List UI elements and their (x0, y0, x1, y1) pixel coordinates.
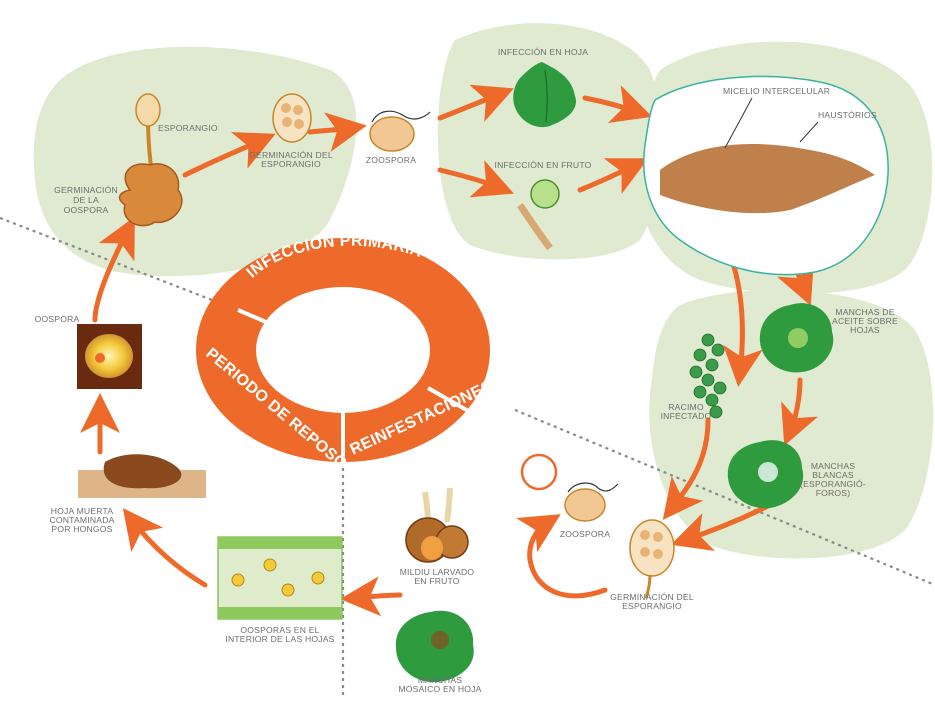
label-line: EN FRUTO (414, 576, 459, 586)
label-haustorios: HAUSTÓRIOS (818, 110, 877, 120)
infected-leaf-top-illustration (513, 62, 576, 128)
label-line: POR HONGOS (51, 524, 112, 534)
label-line: CONTAMINADA (49, 515, 114, 525)
arrow-zoospora-to-leaf (437, 84, 514, 122)
zoospora-cell (369, 116, 415, 152)
label-line: OOSPORAS EN EL (240, 625, 319, 635)
zoospora-bottom-illustration (520, 453, 619, 522)
micelio-pointer (724, 97, 753, 149)
oospora-blob (118, 163, 183, 227)
label-line: BLANCAS (812, 470, 854, 480)
fruit-berry (530, 179, 560, 209)
leaf-mosaic-illustration (395, 610, 474, 683)
mildiu-fruit-illustration (405, 487, 469, 563)
label-infeccion-fruto: INFECCIÓN EN FRUTO (494, 160, 591, 170)
arrow-oosporas-to-hoja-muerta (122, 508, 208, 588)
label-line: OOSPORA (64, 205, 109, 215)
label-line: INTERIOR DE LAS HOJAS (225, 634, 334, 644)
label-infeccion-hoja: INFECCIÓN EN HOJA (498, 47, 588, 57)
zoospora-flagellum (371, 110, 431, 123)
label-line: (ESPORANGIÓ- (800, 479, 866, 489)
esporangio-pod (135, 93, 161, 127)
arrow-germination-loop (516, 514, 608, 599)
esporangio-cell (272, 93, 312, 143)
arrow-fruit-to-micelio (577, 158, 649, 195)
esporangio-bottom-illustration (629, 519, 675, 599)
arrow-leaf-to-micelio (582, 85, 653, 124)
infected-fruit-illustration (517, 179, 560, 251)
haustorios-pointer (799, 121, 819, 143)
arrow-mildiu-to-oosporas (340, 576, 403, 617)
label-line: MANCHAS DE (835, 307, 894, 317)
label-line: RACIMO (668, 402, 704, 412)
ring-divider-2 (427, 386, 471, 414)
label-line: DE LA (73, 195, 99, 205)
label-oospora: OOSPORA (35, 314, 80, 324)
label-zoospora-bottom: ZOOSPORA (560, 529, 610, 539)
leaf-tissue-oosporas-illustration (217, 536, 343, 620)
oospora-illustration (77, 324, 142, 389)
label-line: MANCHAS (418, 675, 462, 685)
label-zoospora-top: ZOOSPORA (366, 155, 416, 165)
leaf-white-spots-illustration (727, 440, 804, 509)
label-line: ESPORANGIO (261, 159, 321, 169)
arrow-zoospora-to-fruit (437, 160, 514, 198)
arrow-racimo-to-germination (662, 417, 711, 520)
label-line: GERMINACIÓN DEL (249, 150, 333, 160)
label-line: ACEITE SOBRE (832, 316, 898, 326)
label-line: ESPORANGIO (622, 601, 682, 611)
label-line: GERMINACIÓN DEL (610, 592, 694, 602)
arrow-blancas-to-germination (670, 502, 773, 552)
label-line: MOSAICO EN HOJA (398, 684, 481, 694)
zoospora-top-illustration (369, 110, 431, 152)
label-micelio: MICELIO INTERCELULAR (723, 86, 830, 96)
ring-inner (256, 287, 430, 413)
arrow-germination-to-esporangio (182, 132, 276, 178)
mycelium-band (660, 144, 875, 214)
esporangio-top-illustration (272, 93, 312, 143)
ring-divider-1 (237, 308, 267, 324)
arrow-esporangio-to-zoospora (307, 112, 367, 152)
label-line: INFECTADO (661, 411, 712, 421)
germinating-oospora-illustration (118, 93, 183, 227)
label-line: MILDIU LARVADO (400, 567, 475, 577)
arrow-oospora-to-germination (92, 216, 135, 323)
label-esporangio: ESPORANGIO (158, 123, 218, 133)
label-line: HOJA MUERTA (51, 506, 114, 516)
label-line: GERMINACIÓN (54, 185, 118, 195)
label-line: HOJAS (850, 325, 880, 335)
dead-leaf-illustration (78, 454, 206, 498)
zoospora-ring (520, 453, 558, 491)
arrow-aceite-to-blancas (781, 377, 819, 446)
region-primary-middle (437, 23, 663, 260)
dashed-line-right (514, 408, 935, 587)
label-line: FOROS) (816, 488, 851, 498)
micelio-tissue-illustration (643, 75, 889, 276)
leaf-shape (513, 62, 576, 128)
infected-cluster-illustration (689, 333, 727, 419)
fruit-stem (517, 203, 553, 251)
label-line: MANCHAS (811, 461, 855, 471)
leaf-oil-spots-illustration (759, 303, 834, 373)
